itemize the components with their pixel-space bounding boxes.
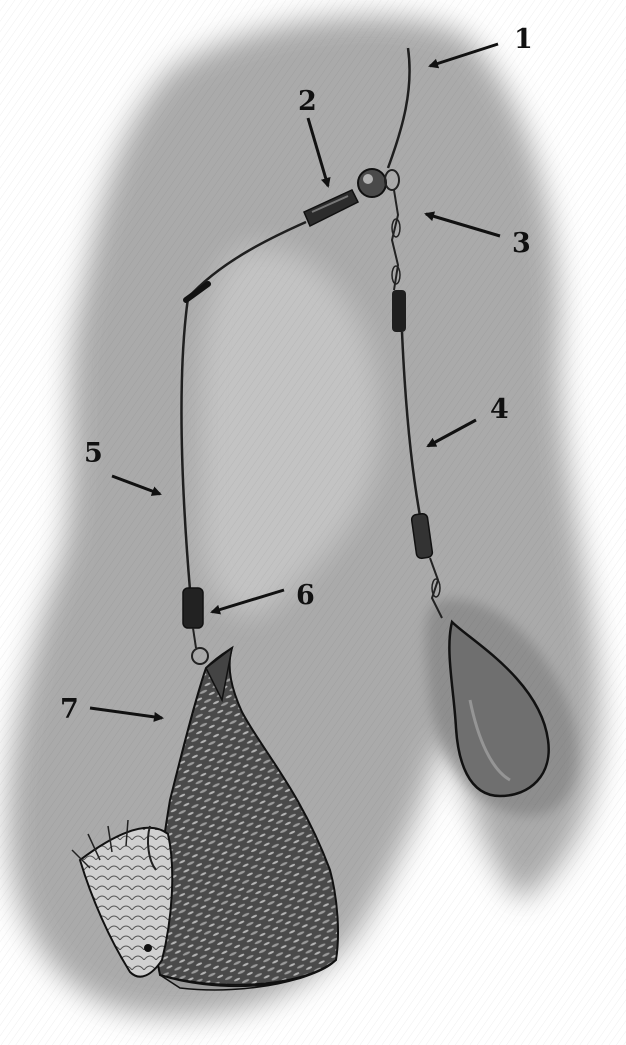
callout-number-1: 1 [514, 24, 533, 55]
callout-number-3: 3 [512, 228, 531, 259]
callout-number-2: 2 [298, 86, 317, 117]
callout-number-5: 5 [84, 438, 103, 469]
callout-number-7: 7 [60, 694, 79, 725]
callout-number-6: 6 [296, 580, 315, 611]
callout-number-4: 4 [490, 394, 509, 425]
